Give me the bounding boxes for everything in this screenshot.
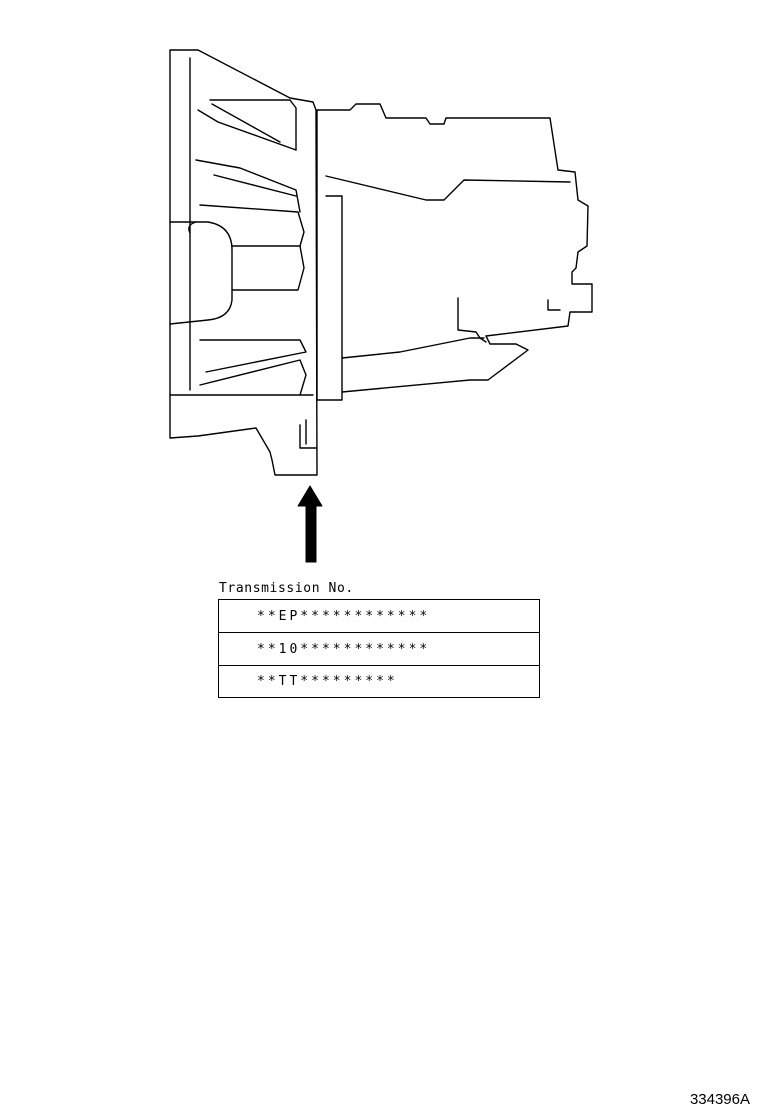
table-row: **TT********* (257, 674, 398, 689)
mounting-flange (299, 109, 343, 449)
transmission-number-label: Transmission No. (219, 581, 354, 596)
transmission-diagram (169, 49, 593, 563)
up-arrow-icon (297, 485, 323, 563)
input-shaft-boss (169, 221, 233, 325)
transmission-code-table: **EP************ **10************ **TT**… (218, 599, 540, 698)
table-row: **EP************ (219, 600, 539, 633)
transmission-case (316, 103, 593, 393)
table-row: **10************ (219, 633, 539, 666)
figure-number: 334396A (689, 1091, 750, 1108)
bell-housing (169, 49, 318, 476)
